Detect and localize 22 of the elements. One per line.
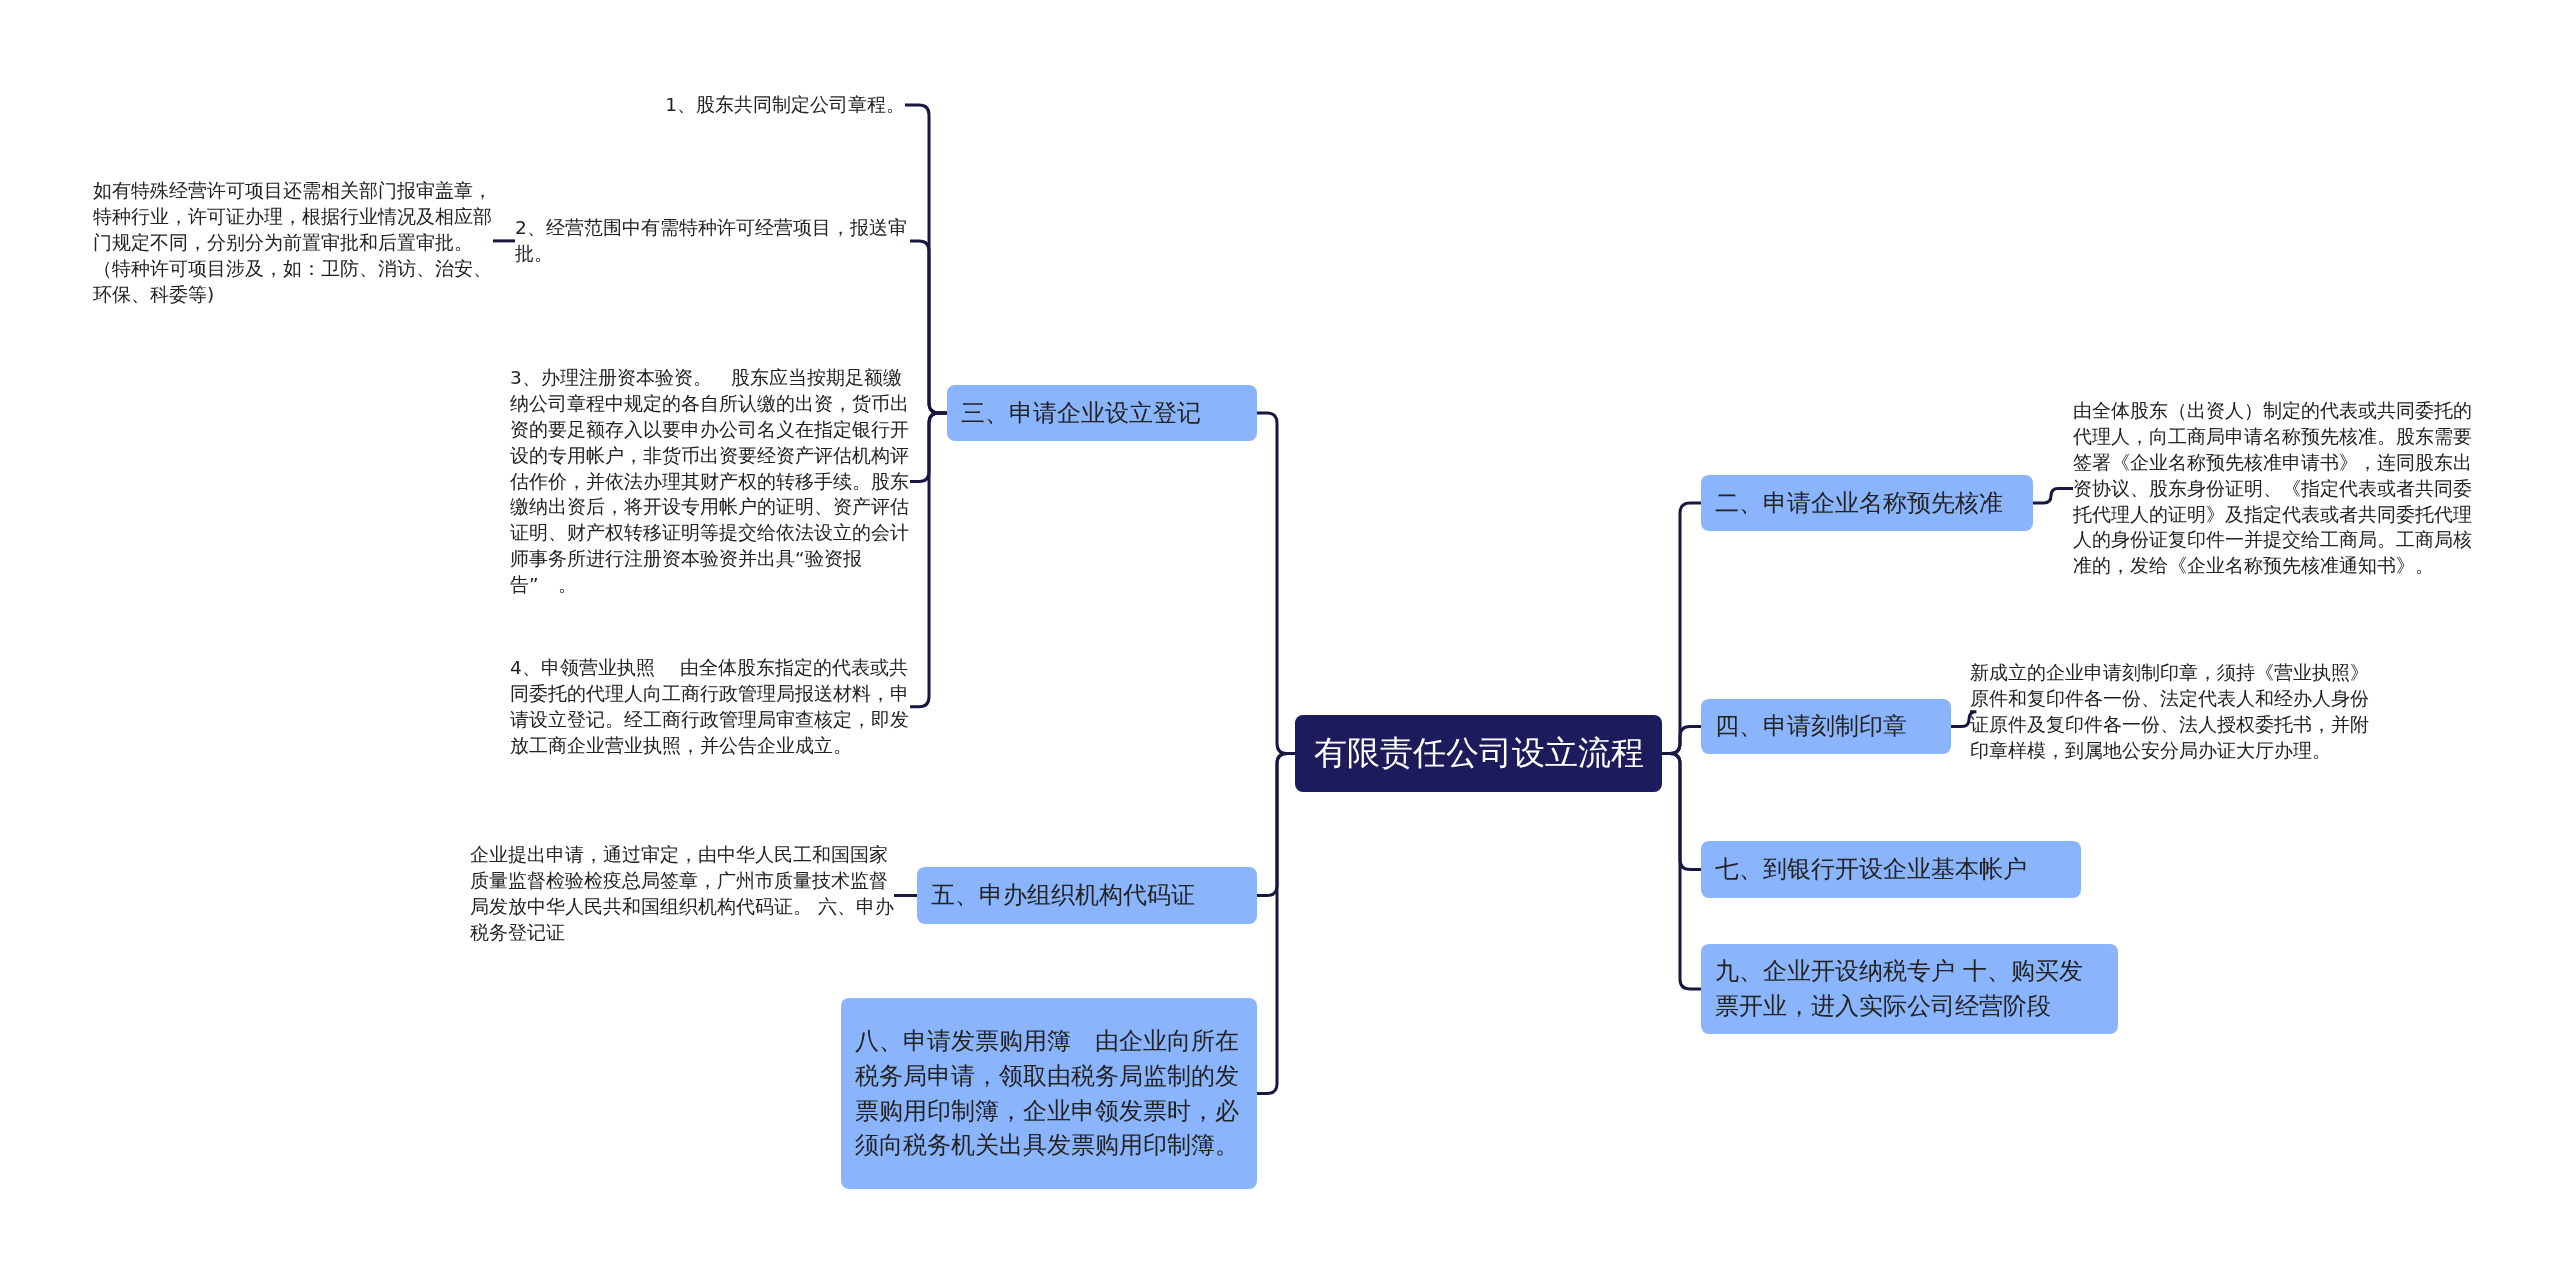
note-text: 如有特殊经营许可项目还需相关部门报审盖章，特种行业，许可证办理，根据行业情况及相应部门规定不同，分别分为前置审批和后置审批。（特种许可项目涉及，如：卫防、消访、治安、环保、科委等) [93, 178, 493, 308]
note-text: 3、办理注册资本验资。 股东应当按期足额缴纳公司章程中规定的各自所认缴的出资，货币出资的要足额存入以要申办公司名义在指定银行开设的专用帐户，非货币出资要经资产评估机构评估作价，并依法办理其财产权的转移手续。股东缴纳出资后，将开设专用帐户的证明、资产评估证明、财产权转移证明等提交给依法设立的会计师事务所进行注册资本验资并出具“验资报告” 。 [510, 365, 910, 598]
topic-box: 四、申请刻制印章 [1701, 699, 1951, 754]
topic-box: 二、申请企业名称预先核准 [1701, 475, 2033, 531]
topic-box: 三、申请企业设立登记 [947, 385, 1257, 441]
note-text: 新成立的企业申请刻制印章，须持《营业执照》原件和复印件各一份、法定代表人和经办人身份证原件及复印件各一份、法人授权委托书，并附印章样模，到属地公安分局办证大厅办理。 [1970, 660, 2374, 764]
root-topic-box: 有限责任公司设立流程 [1295, 715, 1662, 792]
topic-box: 九、企业开设纳税专户 十、购买发票开业，进入实际公司经营阶段 [1701, 944, 2118, 1034]
connector-line [2033, 487, 2073, 505]
note-text: 1、股东共同制定公司章程。 [600, 92, 905, 118]
note-text: 企业提出申请，通过审定，由中华人民工和国国家质量监督检验检疫总局签章，广州市质量技术监督局发放中华人民共和国组织机构代码证。 六、申办税务登记证 [470, 842, 894, 946]
connector-line [1951, 710, 1978, 728]
connector-line [1662, 752, 1701, 991]
note-text: 2、经营范围中有需特种许可经营项目，报送审批。 [515, 215, 910, 267]
connector-line [894, 894, 917, 897]
topic-box: 五、申办组织机构代码证 [917, 867, 1257, 924]
note-text: 4、申领营业执照 由全体股东指定的代表或共同委托的代理人向工商行政管理局报送材料，申请设立登记。经工商行政管理局审查核定，即发放工商企业营业执照，并公告企业成立。 [510, 655, 910, 759]
note-text: 由全体股东（出资人）制定的代表或共同委托的代理人，向工商局申请名称预先核准。股东需要签署《企业名称预先核准申请书》，连同股东出资协议、股东身份证明、《指定代表或者共同委托代理人的证明》及指定代表或者共同委托代理人的身份证复印件一并提交给工商局。工商局核准的，发给《企业名称预先核准通知书》。 [2073, 398, 2473, 580]
connector-line [493, 239, 515, 243]
topic-box: 七、到银行开设企业基本帐户 [1701, 841, 2081, 898]
topic-box: 八、申请发票购用簿 由企业向所在税务局申请，领取由税务局监制的发票购用印制簿，企业申领发票时，必须向税务机关出具发票购用印制簿。 [841, 998, 1257, 1189]
connector-line [1257, 752, 1295, 1095]
